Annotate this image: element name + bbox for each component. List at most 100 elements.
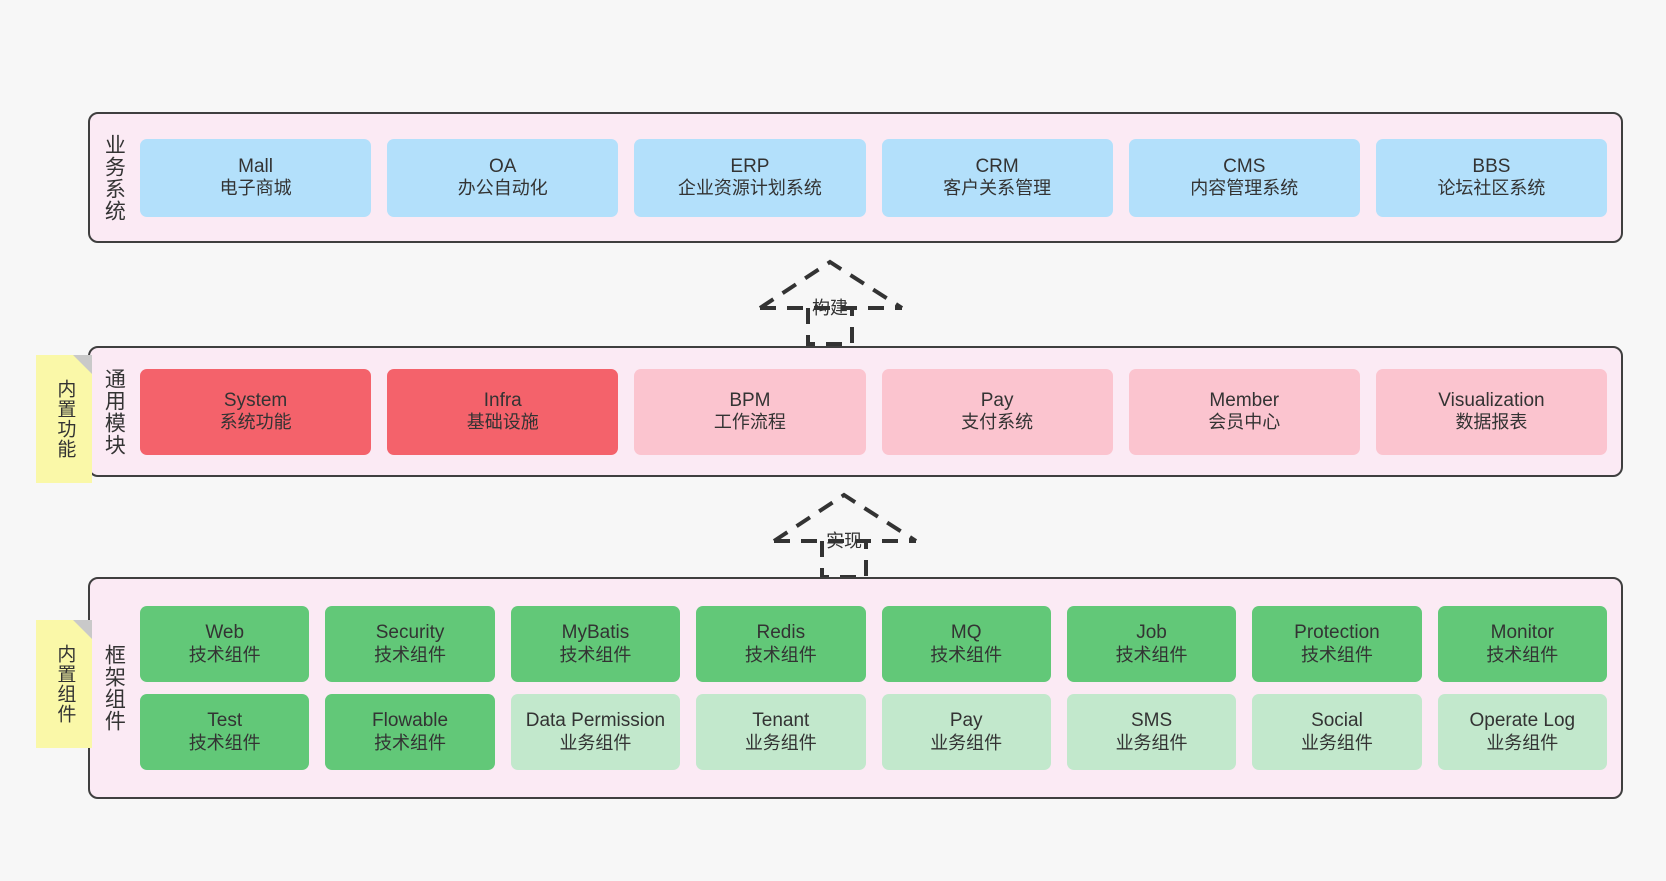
framework-row-technical: Web 技术组件 Security 技术组件 MyBatis 技术组件 Redi… [140, 606, 1607, 682]
card-tenant[interactable]: Tenant 业务组件 [696, 694, 866, 770]
card-title-en: Tenant [752, 710, 810, 732]
card-title-en: Pay [949, 710, 983, 732]
card-title-en: Social [1311, 710, 1363, 732]
card-title-en: Member [1209, 389, 1280, 411]
card-title-cn: 技术组件 [1115, 644, 1188, 665]
layer-common-module: 通用模块 System 系统功能 Infra 基础设施 BPM 工作流程 Pay… [88, 346, 1623, 477]
card-title-cn: 业务组件 [744, 732, 817, 753]
card-title-en: CRM [975, 155, 1019, 177]
card-title-en: Flowable [372, 710, 449, 732]
sticky-note-builtin-component: 内置组件 [36, 620, 92, 748]
card-title-en: System [223, 389, 288, 411]
card-title-en: Job [1136, 622, 1167, 644]
card-title-cn: 技术组件 [559, 644, 632, 665]
card-title-cn: 会员中心 [1208, 412, 1281, 433]
card-title-cn: 办公自动化 [457, 178, 548, 199]
sticky-fold-icon [73, 620, 92, 639]
sticky-note-label: 内置组件 [54, 644, 76, 724]
build-arrow [752, 256, 912, 346]
card-test[interactable]: Test 技术组件 [140, 694, 310, 770]
layer-framework-component: 框架组件 Web 技术组件 Security 技术组件 MyBatis 技术组件… [88, 577, 1623, 799]
card-title-en: Infra [483, 389, 522, 411]
card-title-cn: 电子商城 [219, 178, 292, 199]
card-infra[interactable]: Infra 基础设施 [387, 368, 619, 455]
card-protection[interactable]: Protection 技术组件 [1252, 606, 1422, 682]
card-title-en: Web [205, 622, 245, 644]
card-sms[interactable]: SMS 业务组件 [1066, 694, 1237, 770]
card-title-cn: 论坛社区系统 [1437, 178, 1546, 199]
card-title-en: Pay [980, 389, 1014, 411]
card-security[interactable]: Security 技术组件 [325, 606, 495, 682]
card-social[interactable]: Social 业务组件 [1252, 694, 1422, 770]
card-title-cn: 技术组件 [374, 732, 447, 753]
card-system[interactable]: System 系统功能 [140, 368, 372, 455]
card-title-en: Visualization [1438, 389, 1545, 411]
card-pay-module[interactable]: Pay 支付系统 [881, 368, 1113, 455]
card-crm[interactable]: CRM 客户关系管理 [881, 138, 1113, 217]
card-title-cn: 基础设施 [466, 412, 539, 433]
card-title-cn: 技术组件 [1486, 644, 1559, 665]
card-title-en: ERP [730, 155, 770, 177]
card-title-en: MQ [950, 622, 982, 644]
card-title-cn: 业务组件 [559, 732, 632, 753]
card-title-cn: 技术组件 [188, 644, 261, 665]
layer-body-common-module: System 系统功能 Infra 基础设施 BPM 工作流程 Pay 支付系统… [136, 348, 1621, 475]
card-title-cn: 工作流程 [713, 412, 786, 433]
build-arrow-label: 构建 [812, 298, 848, 318]
card-mq[interactable]: MQ 技术组件 [881, 606, 1051, 682]
card-bbs[interactable]: BBS 论坛社区系统 [1375, 138, 1608, 217]
card-title-cn: 客户关系管理 [943, 178, 1052, 199]
card-bpm[interactable]: BPM 工作流程 [634, 368, 866, 455]
card-title-en: Operate Log [1469, 710, 1576, 732]
card-title-cn: 技术组件 [744, 644, 817, 665]
card-title-cn: 业务组件 [930, 732, 1003, 753]
card-title-en: Mall [238, 155, 273, 177]
card-title-cn: 技术组件 [1300, 644, 1373, 665]
card-title-cn: 业务组件 [1486, 732, 1559, 753]
card-title-cn: 支付系统 [961, 412, 1034, 433]
sticky-note-builtin-function: 内置功能 [36, 355, 92, 483]
card-web[interactable]: Web 技术组件 [140, 606, 310, 682]
layer-body-business-system: Mall 电子商城 OA 办公自动化 ERP 企业资源计划系统 CRM 客户关系… [136, 114, 1621, 241]
card-title-en: OA [489, 155, 517, 177]
card-title-cn: 系统功能 [219, 412, 292, 433]
card-title-en: Protection [1294, 622, 1380, 644]
card-visualization[interactable]: Visualization 数据报表 [1375, 368, 1608, 455]
build-arrow-svg [758, 259, 904, 346]
card-title-cn: 企业资源计划系统 [677, 178, 822, 199]
card-title-en: Monitor [1490, 622, 1554, 644]
card-title-en: Test [207, 710, 243, 732]
card-mybatis[interactable]: MyBatis 技术组件 [510, 606, 681, 682]
card-erp[interactable]: ERP 企业资源计划系统 [634, 138, 866, 217]
card-title-cn: 业务组件 [1300, 732, 1373, 753]
card-cms[interactable]: CMS 内容管理系统 [1128, 138, 1360, 217]
card-member[interactable]: Member 会员中心 [1128, 368, 1360, 455]
card-data-permission[interactable]: Data Permission 业务组件 [510, 694, 681, 770]
card-title-cn: 数据报表 [1455, 412, 1528, 433]
layer-title-common-module: 通用模块 [102, 367, 126, 456]
layer-body-framework-component: Web 技术组件 Security 技术组件 MyBatis 技术组件 Redi… [136, 579, 1621, 797]
card-redis[interactable]: Redis 技术组件 [696, 606, 866, 682]
card-title-cn: 业务组件 [1115, 732, 1188, 753]
card-title-cn: 技术组件 [188, 732, 261, 753]
implement-arrow-label: 实现 [826, 531, 862, 551]
card-title-en: SMS [1130, 710, 1173, 732]
card-title-en: MyBatis [561, 622, 630, 644]
card-title-cn: 技术组件 [374, 644, 447, 665]
card-title-en: BBS [1472, 155, 1511, 177]
card-title-cn: 技术组件 [930, 644, 1003, 665]
card-job[interactable]: Job 技术组件 [1066, 606, 1237, 682]
card-mall[interactable]: Mall 电子商城 [140, 138, 372, 217]
card-flowable[interactable]: Flowable 技术组件 [325, 694, 495, 770]
card-title-en: CMS [1223, 155, 1266, 177]
card-operate-log[interactable]: Operate Log 业务组件 [1437, 694, 1607, 770]
card-pay-component[interactable]: Pay 业务组件 [881, 694, 1051, 770]
layer-business-system: 业务系统 Mall 电子商城 OA 办公自动化 ERP 企业资源计划系统 CRM… [88, 112, 1623, 243]
card-title-en: Redis [756, 622, 806, 644]
card-title-en: BPM [729, 389, 771, 411]
card-title-cn: 内容管理系统 [1190, 178, 1299, 199]
card-monitor[interactable]: Monitor 技术组件 [1437, 606, 1607, 682]
card-oa[interactable]: OA 办公自动化 [387, 138, 619, 217]
framework-row-business: Test 技术组件 Flowable 技术组件 Data Permission … [140, 694, 1607, 770]
